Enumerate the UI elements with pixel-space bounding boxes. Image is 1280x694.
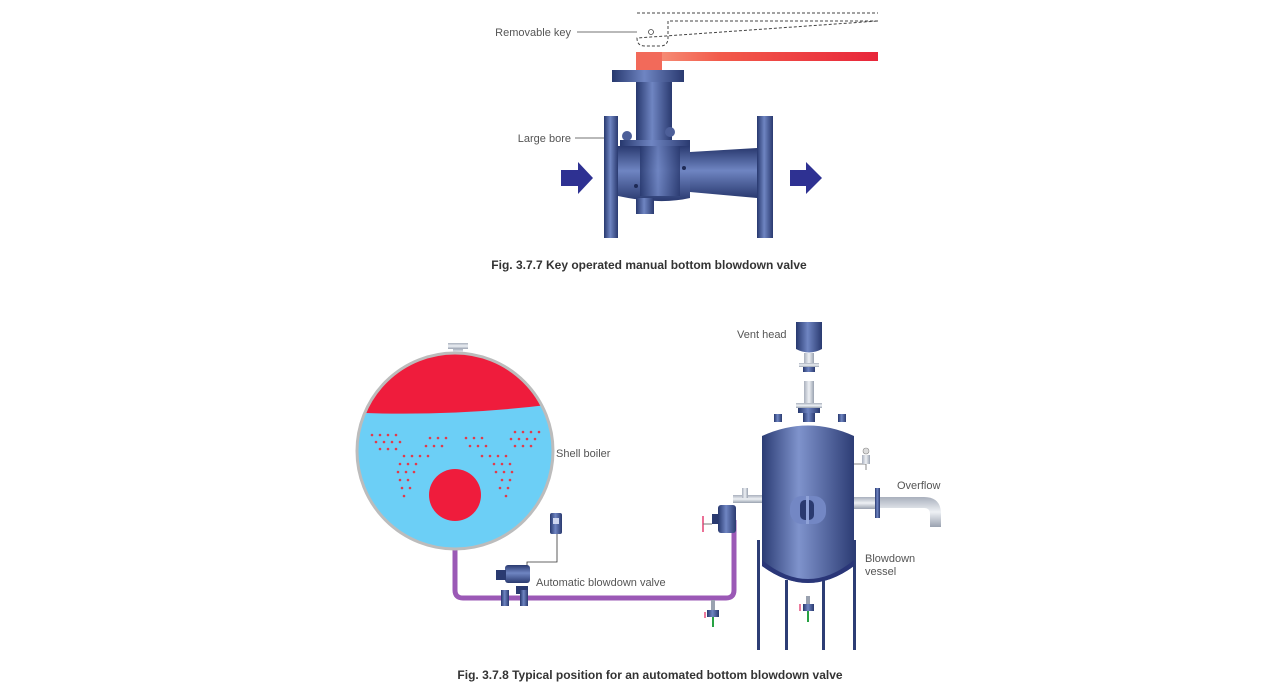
gauge-icon — [854, 447, 870, 470]
label-removable-key: Removable key — [495, 27, 571, 39]
label-automatic-blowdown-valve: Automatic blowdown valve — [536, 577, 666, 589]
blowdown-vessel — [757, 414, 856, 650]
valve-body — [604, 70, 773, 238]
label-shell-boiler: Shell boiler — [556, 448, 611, 460]
removable-key-outline — [636, 12, 879, 47]
figure-automated-blowdown: Vent head Shell boiler Overflow Automati… — [355, 322, 941, 682]
figure-key-operated-valve: Removable key Large bore Fig. 3.7.7 Key … — [491, 12, 879, 272]
flow-in-arrow-icon — [561, 162, 593, 194]
caption-fig-3-7-8: Fig. 3.7.8 Typical position for an autom… — [457, 668, 842, 682]
overflow-pipe — [854, 488, 941, 527]
label-overflow: Overflow — [897, 480, 940, 492]
furnace-tube — [429, 469, 481, 521]
label-vent-head: Vent head — [737, 329, 787, 341]
valve-handle — [636, 52, 878, 74]
blowdown-pipe — [452, 520, 737, 601]
steam-bubbles — [370, 430, 541, 498]
label-large-bore: Large bore — [518, 133, 571, 145]
vent-head — [796, 322, 822, 422]
automatic-blowdown-valve — [496, 513, 562, 606]
drain-valve-vessel — [799, 596, 814, 622]
flow-out-arrow-icon — [790, 162, 822, 194]
inlet-valve-assembly — [702, 488, 763, 533]
label-blowdown-vessel-line2: vessel — [865, 566, 896, 578]
caption-fig-3-7-7: Fig. 3.7.7 Key operated manual bottom bl… — [491, 258, 807, 272]
shell-boiler — [355, 343, 555, 551]
drain-valve-pipe — [704, 600, 719, 627]
label-blowdown-vessel-line1: Blowdown — [865, 553, 915, 565]
